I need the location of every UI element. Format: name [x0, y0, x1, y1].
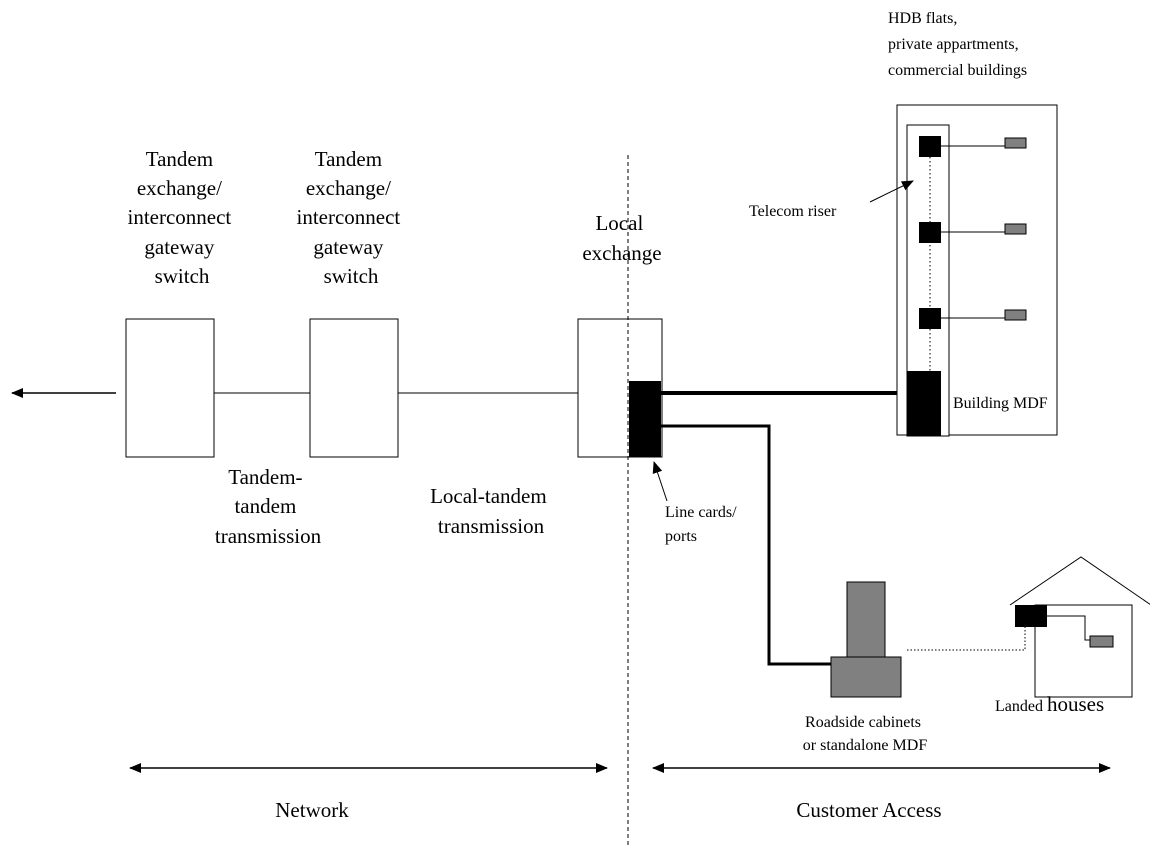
telecom-riser-pointer: [869, 180, 914, 203]
tandem-switch-1: [125, 318, 215, 458]
building-mdf: [907, 371, 941, 436]
roadside-cabinet-top: [846, 581, 886, 659]
building-mdf-label: Building MDF: [953, 395, 1048, 412]
telecom-riser-label: Telecom riser: [749, 203, 837, 220]
house-telephone-socket: [1089, 635, 1114, 648]
floor-distribution-point-2: [919, 222, 941, 243]
telephone-socket-1: [1004, 137, 1027, 149]
floor-distribution-point-3: [919, 308, 941, 329]
line-cards-label: Line cards/ ports: [665, 504, 741, 545]
network-span-label: Network: [275, 798, 349, 822]
line-cards-pointer: [652, 461, 668, 502]
tandem-switch-2-label: Tandem exchange/ interconnect gateway sw…: [296, 147, 405, 288]
house-drop-wire: [907, 627, 1026, 651]
customer-access-span-label: Customer Access: [796, 798, 941, 822]
line-cards-ports: [629, 381, 661, 457]
floor-distribution-point-1: [919, 136, 941, 157]
tandem-switch-1-label: Tandem exchange/ interconnect gateway sw…: [127, 147, 236, 288]
building-label: HDB flats, private appartments, commerci…: [888, 10, 1027, 79]
roadside-cabinet-label: Roadside cabinets or standalone MDF: [803, 714, 928, 754]
local-exchange-label: Local exchange: [582, 211, 661, 265]
house-roof: [1009, 556, 1150, 606]
tandem-tandem-transmission-label: Tandem- tandem transmission: [215, 465, 322, 548]
local-tandem-transmission-label: Local-tandem transmission: [430, 484, 552, 538]
house-distribution-point: [1015, 605, 1047, 627]
telephone-socket-3: [1004, 309, 1027, 321]
tandem-switch-2: [309, 318, 399, 458]
landed-houses-label: Landed houses: [995, 692, 1104, 716]
house: [1034, 604, 1133, 698]
roadside-feeder-cable: [661, 424, 831, 666]
roadside-cabinet: [830, 656, 902, 698]
telephone-socket-2: [1004, 223, 1027, 235]
house-internal-wire: [1047, 615, 1090, 641]
